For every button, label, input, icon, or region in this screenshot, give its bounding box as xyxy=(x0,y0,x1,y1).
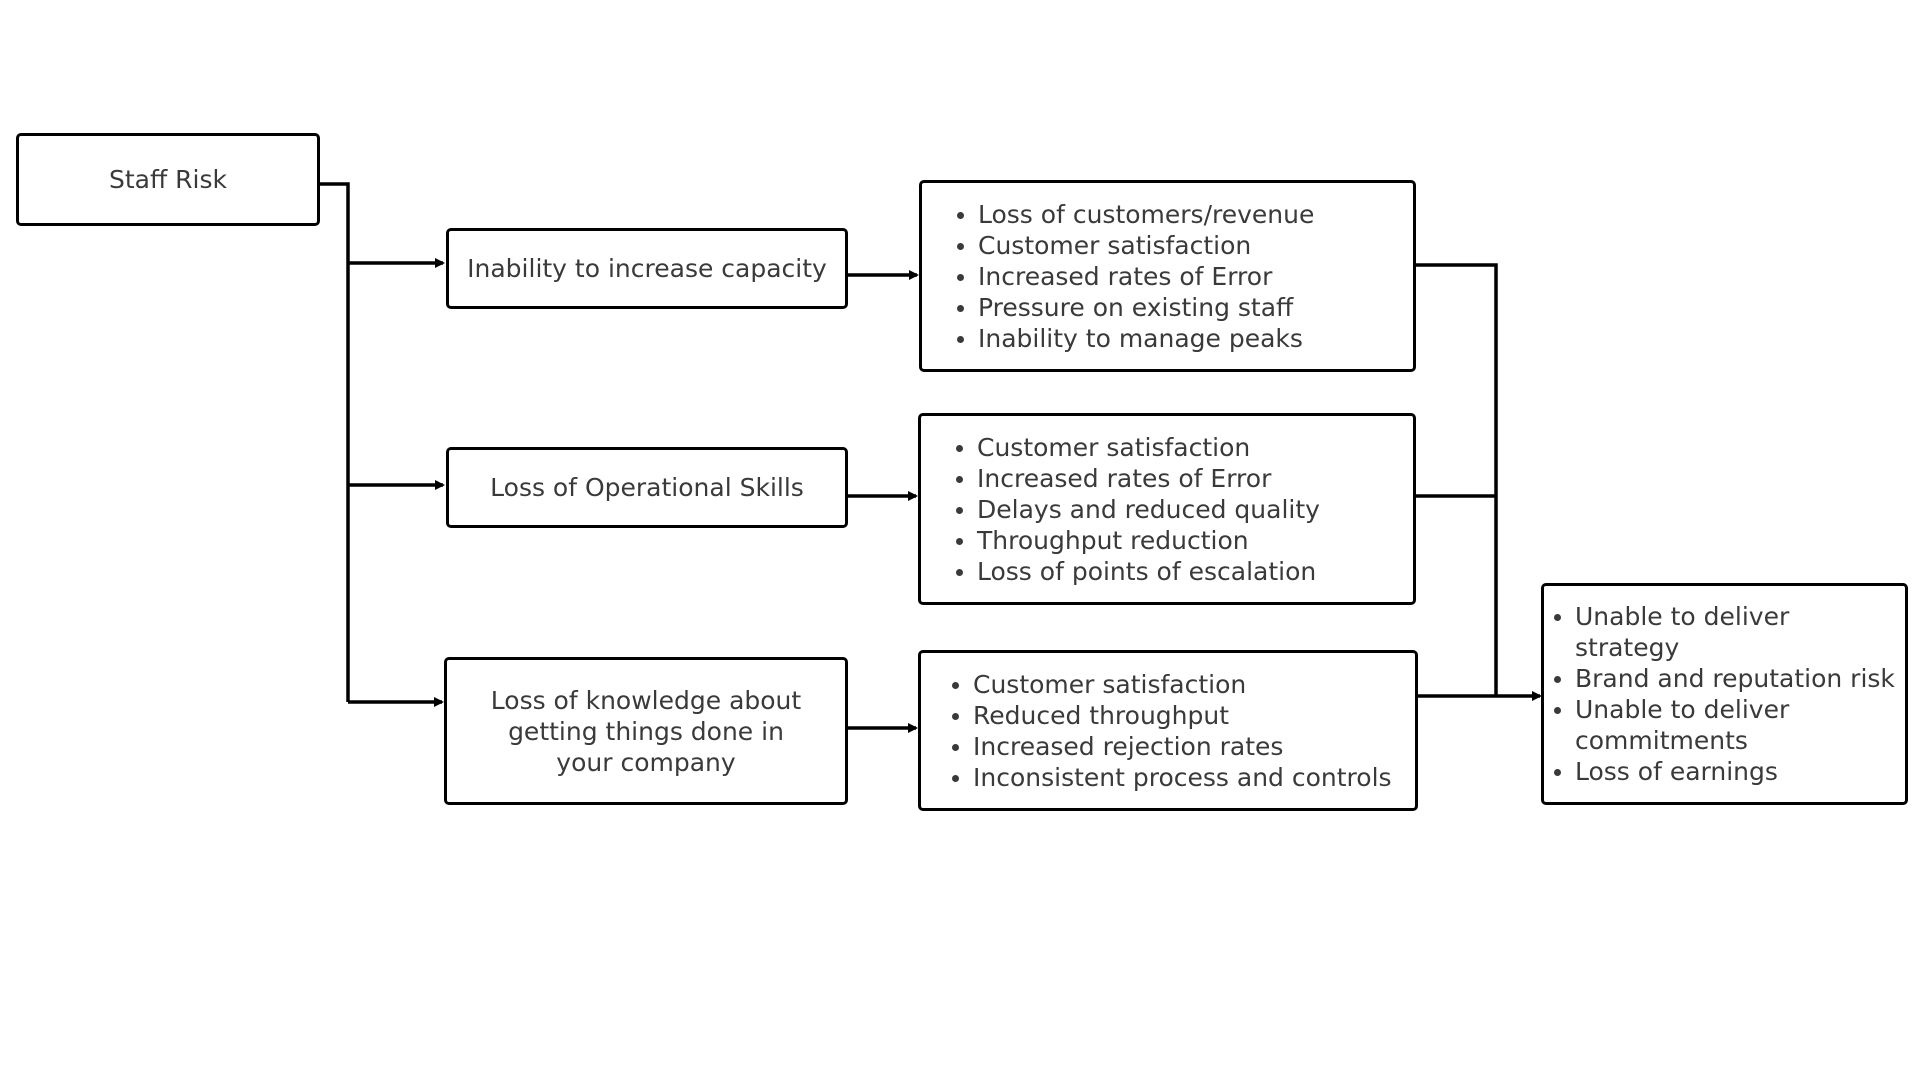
impact-3-item: Reduced throughput xyxy=(946,700,1415,731)
impact-list-2: Customer satisfaction Increased rates of… xyxy=(950,432,1413,587)
impact-merge-line xyxy=(1416,263,1498,696)
outcome-box: Unable to deliver strategy Brand and rep… xyxy=(1541,583,1908,805)
impact-box-3: Customer satisfaction Reduced throughput… xyxy=(918,650,1418,811)
cause-label-2: Loss of Operational Skills xyxy=(490,473,804,502)
cause-box-2: Loss of Operational Skills xyxy=(446,447,848,528)
impact-3-item: Inconsistent process and controls xyxy=(946,762,1415,793)
impact-list-3: Customer satisfaction Reduced throughput… xyxy=(946,669,1415,793)
outcome-list: Unable to deliver strategy Brand and rep… xyxy=(1548,601,1895,787)
cause-box-1: Inability to increase capacity xyxy=(446,228,848,309)
cause-label-1: Inability to increase capacity xyxy=(467,254,827,283)
outcome-item: Loss of earnings xyxy=(1548,756,1895,787)
impact-box-2: Customer satisfaction Increased rates of… xyxy=(918,413,1416,605)
cause-label-3: Loss of knowledge about getting things d… xyxy=(490,685,802,777)
impact-3-item: Increased rejection rates xyxy=(946,731,1415,762)
impact-2-item: Customer satisfaction xyxy=(950,432,1413,463)
source-box: Staff Risk xyxy=(16,133,320,226)
impact-1-item: Pressure on existing staff xyxy=(951,292,1413,323)
outcome-item: Brand and reputation risk xyxy=(1548,663,1895,694)
impact-1-item: Increased rates of Error xyxy=(951,261,1413,292)
outcome-item: Unable to deliver commitments xyxy=(1548,694,1895,756)
impact-2-item: Increased rates of Error xyxy=(950,463,1413,494)
cause-box-3: Loss of knowledge about getting things d… xyxy=(444,657,848,805)
impact-box-1: Loss of customers/revenue Customer satis… xyxy=(919,180,1416,372)
outcome-item: Unable to deliver strategy xyxy=(1548,601,1895,663)
impact-2-item: Loss of points of escalation xyxy=(950,556,1413,587)
impact-1-item: Loss of customers/revenue xyxy=(951,199,1413,230)
impact-2-item: Delays and reduced quality xyxy=(950,494,1413,525)
impact-2-item: Throughput reduction xyxy=(950,525,1413,556)
source-trunk-line xyxy=(320,182,350,702)
source-title: Staff Risk xyxy=(109,165,227,194)
impact-3-item: Customer satisfaction xyxy=(946,669,1415,700)
impact-list-1: Loss of customers/revenue Customer satis… xyxy=(951,199,1413,354)
impact-1-item: Customer satisfaction xyxy=(951,230,1413,261)
impact-1-item: Inability to manage peaks xyxy=(951,323,1413,354)
